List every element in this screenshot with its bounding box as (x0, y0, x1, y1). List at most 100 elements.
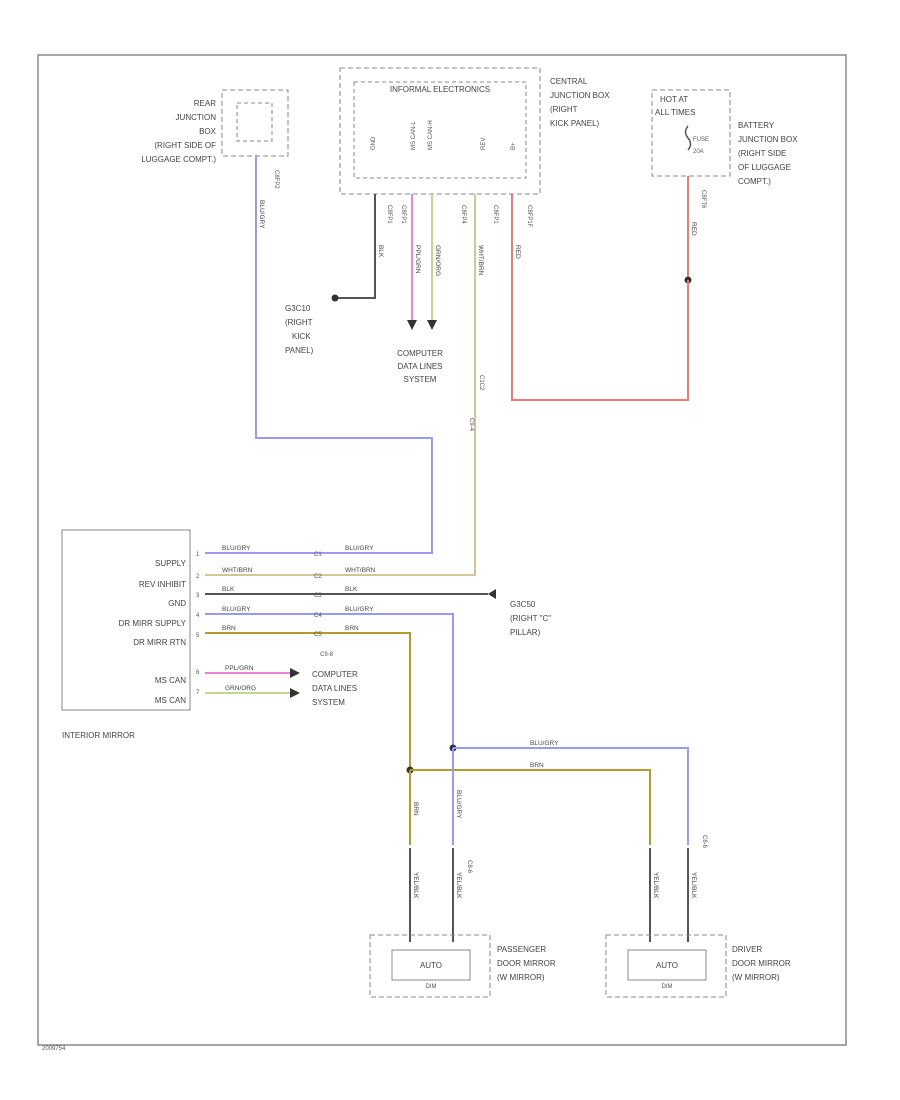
mirror-pin-num-7: 7 (196, 690, 200, 696)
driver-mirror-auto: AUTO (656, 961, 678, 970)
passenger-mirror-box (369, 934, 491, 998)
mirror-pin-4: DR MIRR SUPPLY (119, 619, 187, 628)
passenger-mirror-label-3: (W MIRROR) (497, 973, 545, 982)
central-wire-conn-4: C8FP4 (460, 205, 466, 224)
central-jb-title: INFORMAL ELECTRONICS (390, 85, 490, 94)
black-wire-ground (335, 194, 376, 299)
central-wire-label-6: RED (514, 245, 521, 259)
driver-wire-c-label: YEL/BLK (652, 872, 659, 899)
battery-junction-box (651, 89, 731, 177)
rear-jb-label-2: JUNCTION (176, 113, 217, 122)
data-lines-top-2: DATA LINES (397, 362, 442, 371)
driver-mirror-box (605, 934, 727, 998)
mirror-pin-3: GND (168, 599, 186, 608)
battery-jb-label-3: (RIGHT SIDE (738, 149, 786, 158)
data-lines-mid-3: SYSTEM (312, 698, 345, 707)
mirror-pin-num-4: 4 (196, 613, 200, 619)
mirror-conn-c1: C1 (314, 552, 322, 558)
central-wire-conn-2: C8FP1 (400, 205, 406, 224)
hot-at-all-2: ALL TIMES (655, 108, 695, 117)
ground-dot-1 (331, 294, 339, 302)
blue-branch-driver (453, 747, 689, 845)
mirror-pin-num-1: 1 (196, 552, 200, 558)
central-wire-conn-6: C8FP1F (526, 205, 532, 228)
data-lines-mid-2: DATA LINES (312, 684, 357, 693)
central-wire-label-3: GRN/ORG (434, 245, 441, 276)
mirror-pin-6: MS CAN (155, 676, 186, 685)
mirror-pin-2: REV INHIBIT (139, 580, 186, 589)
passenger-mirror-label-1: PASSENGER (497, 945, 546, 954)
central-wire-conn-1: C8FP1 (386, 205, 392, 224)
ground2-label-1: G3C50 (510, 600, 536, 609)
ground1-label-4: PANEL) (285, 346, 314, 355)
mirror-pin-num-5: 5 (196, 633, 200, 639)
passenger-wire-c-label: YEL/BLK (412, 872, 419, 899)
mirror-wire-label-6: PPL/GRN (225, 665, 254, 672)
hot-wire-conn: C8FT6 (700, 190, 706, 209)
central-wire-label-4: WHT/BRN (477, 245, 484, 276)
battery-jb-label-2: JUNCTION BOX (738, 135, 798, 144)
passenger-mirror-inner (391, 949, 471, 981)
mirror-wire-label-3a: BLK (222, 586, 235, 593)
passenger-wire-b-label: BLU/GRY (455, 790, 462, 819)
driver-mirror-label-1: DRIVER (732, 945, 762, 954)
fuse-amp: 20A (693, 149, 704, 155)
mirror-wire-label-7: GRN/ORG (225, 685, 256, 692)
passenger-conn: C8-6 (466, 860, 472, 874)
mirror-conn-c3: C3 (314, 593, 322, 599)
passenger-wire-a-label: BRN (412, 802, 419, 816)
interior-mirror-label: INTERIOR MIRROR (62, 731, 135, 740)
mirror-wire-label-2a: WHT/BRN (222, 567, 253, 574)
branch-brown-label: BRN (530, 762, 544, 769)
data-lines-top-1: COMPUTER (397, 349, 443, 358)
central-jb-pin-bplus: B+ (511, 142, 517, 150)
ground2-label-2: (RIGHT "C" (510, 614, 551, 623)
central-junction-box-inner (353, 81, 527, 179)
rear-jb-label-4: (RIGHT SIDE OF (154, 141, 216, 150)
driver-mirror-inner (627, 949, 707, 981)
mirror-pin-7: MS CAN (155, 696, 186, 705)
mirror-wire-dr-supply (205, 613, 454, 748)
hot-at-all-1: HOT AT (660, 95, 688, 104)
mirror-conn-label: C9-8 (320, 652, 334, 658)
rear-junction-box-inner (236, 102, 273, 142)
fuse-label: FUSE (693, 137, 709, 143)
central-jb-label-2: JUNCTION BOX (550, 91, 610, 100)
driver-mirror-label-2: DOOR MIRROR (732, 959, 791, 968)
central-jb-pin-gnd: GND (371, 136, 377, 150)
central-junction-box (339, 67, 541, 195)
rear-jb-label-5: LUGGAGE COMPT.) (141, 155, 216, 164)
central-jb-pin-can-h: MS CAN-H (428, 120, 434, 150)
tan-wire-rev (305, 194, 476, 576)
interior-mirror-box (61, 529, 191, 711)
battery-jb-label-1: BATTERY (738, 121, 775, 130)
rear-jb-label-1: REAR (194, 99, 216, 108)
mirror-wire-label-4a: BLU/GRY (222, 606, 251, 613)
mirror-pin-5: DR MIRR RTN (133, 638, 186, 647)
inline-conn-c1: C1C2 (478, 375, 484, 391)
mirror-wire-label-4b: BLU/GRY (345, 606, 374, 613)
rear-jb-conn: C8FP2 (273, 170, 279, 189)
central-wire-conn-5: C8FP1 (492, 205, 498, 224)
passenger-wire-d-label: YEL/BLK (455, 872, 462, 899)
central-jb-pin-can-l: MS CAN-L (411, 121, 417, 150)
central-wire-label-2: PPL/GRN (414, 245, 421, 274)
data-lines-top-3: SYSTEM (404, 375, 437, 384)
central-jb-label-4: KICK PANEL) (550, 119, 600, 128)
branch-blue-label: BLU/GRY (530, 740, 559, 747)
mirror-wire-label-5a: BRN (222, 625, 236, 632)
fuse-symbol (684, 125, 692, 151)
rear-jb-label-3: BOX (199, 127, 217, 136)
mirror-wire-label-1b: BLU/GRY (345, 545, 374, 552)
battery-jb-label-4: OF LUGGAGE (738, 163, 791, 172)
diagram-footer-id: 2009754 (42, 1046, 66, 1052)
rear-jb-wire-label: BLU/GRY (258, 200, 265, 229)
mirror-conn-c4: C4 (314, 613, 322, 619)
rear-junction-box (221, 89, 289, 157)
driver-wire-d-label: YEL/BLK (690, 872, 697, 899)
arrow-can-l (407, 320, 417, 330)
central-wire-label-1: BLK (377, 245, 384, 258)
inline-conn-c2: C9-4 (468, 418, 474, 432)
mirror-pin-num-3: 3 (196, 593, 200, 599)
mirror-pin-num-2: 2 (196, 574, 200, 580)
